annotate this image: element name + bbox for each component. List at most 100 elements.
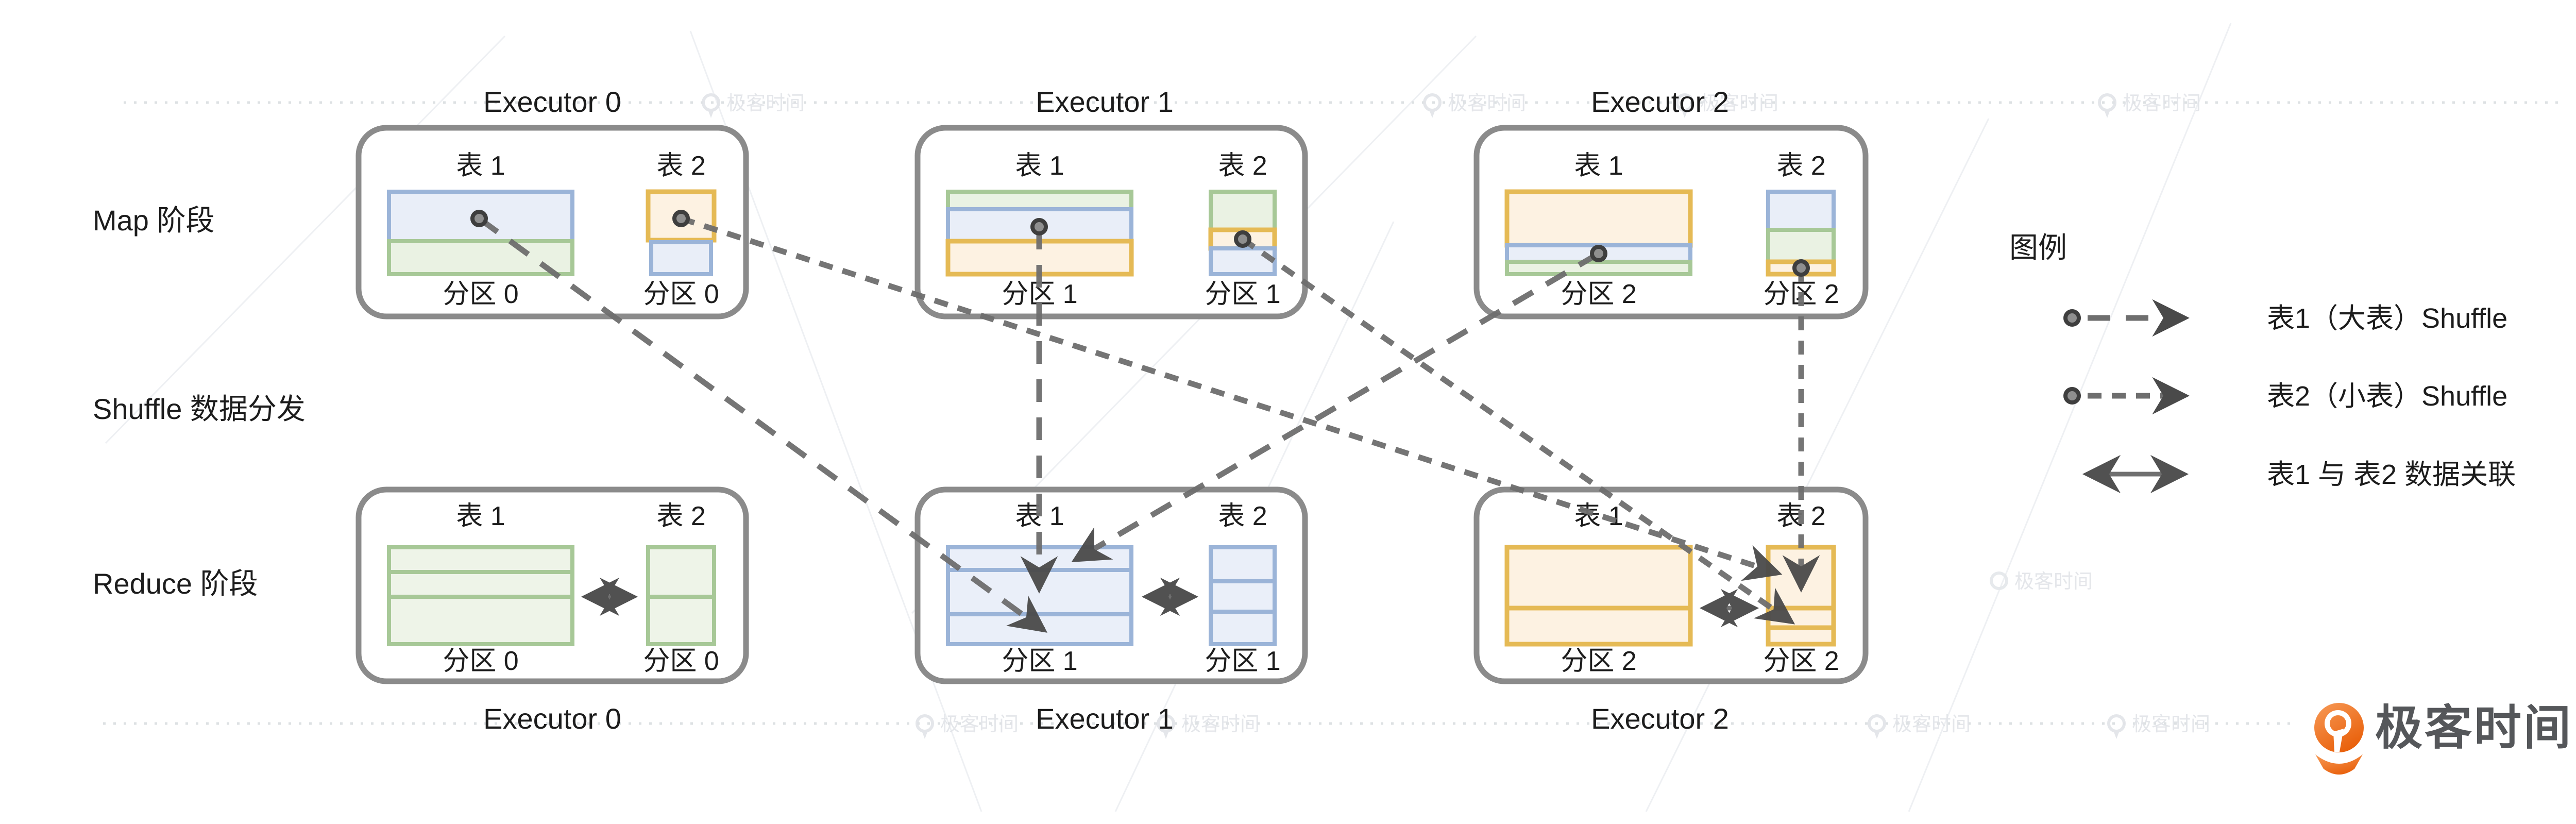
table-segment-orange	[1504, 545, 1693, 611]
partition-label: 分区 2	[1561, 646, 1636, 676]
table1-label: 表 1	[1015, 151, 1064, 181]
geektime-q-icon-tail	[2113, 731, 2120, 739]
table-segment-green	[387, 545, 574, 574]
reduce-executor-0: 表 1 表 2 分区 0 分区 0	[355, 486, 749, 684]
table-segment-orange	[1504, 606, 1693, 647]
table-segment-green	[1766, 228, 1836, 264]
partition-label: 分区 1	[1205, 279, 1280, 309]
watermark-text: 极客时间	[1700, 93, 1778, 114]
geektime-logo: 极客时间	[2314, 702, 2573, 775]
table-segment-orange	[1766, 545, 1836, 611]
partition-label: 分区 0	[643, 279, 719, 309]
table2-label: 表 2	[656, 151, 705, 181]
shuffle-source-dot	[1234, 230, 1251, 248]
table-segment-orange	[1766, 625, 1836, 647]
shuffle-source-dot	[1792, 259, 1810, 277]
shuffle-arrow-table1-exec2	[1071, 251, 1600, 563]
watermark-stamp: 极客时间	[1868, 714, 1971, 739]
watermark-diagonal	[1645, 118, 1990, 812]
table2-label: 表 2	[656, 501, 705, 531]
watermark-stamp: 极客时间	[1675, 93, 1778, 118]
table-segment-green	[387, 239, 574, 276]
shuffle-source-dot	[2063, 309, 2081, 327]
table1-label: 表 1	[456, 151, 505, 181]
shuffle-source-dot	[2063, 387, 2081, 405]
executor-title-bottom-1: Executor 1	[1036, 702, 1174, 735]
executor-title-top-1: Executor 1	[1036, 86, 1174, 118]
table-segment-orange	[1766, 606, 1836, 630]
watermark-text: 极客时间	[1181, 714, 1260, 735]
table-segment-blue	[649, 240, 713, 276]
geektime-q-icon-tail	[1682, 110, 1688, 118]
stage-label-map: Map 阶段	[93, 204, 215, 237]
executor-title-bottom-0: Executor 0	[483, 702, 621, 735]
legend-title: 图例	[2009, 231, 2067, 264]
watermark-text: 极客时间	[940, 714, 1019, 735]
partition-label: 分区 1	[1205, 646, 1280, 676]
table2-label: 表 2	[1776, 151, 1825, 181]
table-segment-green	[1505, 260, 1692, 276]
geektime-logo-text: 极客时间	[2375, 702, 2573, 754]
legend-item-label: 表1（大表）Shuffle	[2267, 303, 2507, 334]
table-segment-blue	[1209, 579, 1277, 614]
executor-title-top-0: Executor 0	[483, 86, 621, 118]
table-segment-green	[946, 190, 1133, 211]
watermark-text: 极客时间	[726, 93, 805, 114]
watermark-text: 极客时间	[2132, 714, 2210, 735]
watermark-stamps: 极客时间 极客时间 极客时间 极客时间 极客时间 极客时间	[575, 93, 2210, 739]
table2-label: 表 2	[1218, 151, 1267, 181]
table-segment-green	[387, 570, 574, 599]
watermark-diagonal	[105, 35, 506, 444]
stage-label-shuffle: Shuffle 数据分发	[93, 393, 306, 425]
map-executor-1: 表 1 表 2 分区 1 分区 1	[914, 125, 1308, 319]
reduce-executor-1: 表 1 表 2 分区 1 分区 1	[914, 486, 1308, 684]
legend-item-label: 表2（小表）Shuffle	[2267, 381, 2507, 412]
watermark-stamp: 极客时间	[702, 93, 805, 118]
watermark-stamp: 极客时间	[1990, 571, 2093, 593]
watermark-text: 极客时间	[2123, 93, 2201, 114]
shuffle-source-dot	[1030, 218, 1048, 236]
geektime-logo-icon-needle	[2333, 729, 2344, 752]
reduce-executor-2: 表 1 表 2 分区 2 分区 2	[1473, 486, 1869, 684]
watermark-text: 极客时间	[1448, 93, 1526, 114]
watermark-text: 极客时间	[1892, 714, 1971, 735]
table1-label: 表 1	[1574, 501, 1623, 531]
geektime-q-icon-tail	[708, 110, 714, 118]
table-segment-green	[387, 595, 574, 646]
partition-label: 分区 0	[643, 646, 719, 676]
geektime-q-icon-tail	[2104, 110, 2110, 118]
table2-label: 表 2	[1218, 501, 1267, 531]
bottom-executor-titles: Executor 0 Executor 1 Executor 2	[483, 702, 1729, 735]
shuffle-source-dot	[1590, 245, 1607, 262]
top-executor-titles: Executor 0 Executor 1 Executor 2	[483, 86, 1729, 118]
partition-label: 分区 2	[1561, 279, 1636, 309]
legend-item-join: 表1 与 表2 数据关联	[2082, 455, 2516, 494]
executor-title-top-2: Executor 2	[1591, 86, 1729, 118]
stage-labels: Map 阶段 Shuffle 数据分发 Reduce 阶段	[93, 204, 306, 600]
watermark-stamp: 极客时间	[1423, 93, 1526, 118]
geektime-q-icon-tail	[1429, 110, 1435, 118]
watermark-stamp: 极客时间	[1157, 714, 1260, 739]
watermark-stamp: 极客时间	[2098, 93, 2201, 118]
legend-item-table1-shuffle: 表1（大表）Shuffle	[2063, 299, 2507, 337]
geektime-logo-icon-tail	[2315, 754, 2363, 775]
table-segment-orange	[1504, 189, 1693, 248]
geektime-q-icon	[1990, 571, 2008, 590]
shuffle-source-dots	[470, 210, 1810, 277]
watermark-diagonal	[1908, 23, 2232, 812]
legend: 图例 表1（大表）Shuffle 表2（小表）Shuffle 表1 与 表2 数…	[2009, 231, 2516, 494]
table-segment-green	[646, 595, 716, 646]
map-executor-2: 表 1 表 2 分区 2 分区 2	[1473, 125, 1869, 319]
watermark-stamp: 极客时间	[2107, 714, 2210, 739]
shuffle-arrow-table1-exec0	[477, 216, 1048, 633]
partition-label: 分区 0	[443, 646, 518, 676]
map-executor-0: 表 1 表 2 分区 0 分区 0	[355, 125, 749, 319]
partition-label: 分区 0	[443, 279, 518, 309]
table1-label: 表 1	[1574, 151, 1623, 181]
legend-item-table2-shuffle: 表2（小表）Shuffle	[2063, 377, 2507, 415]
geektime-q-icon-tail	[922, 731, 928, 739]
executor-title-bottom-2: Executor 2	[1591, 702, 1729, 735]
geektime-q-icon-tail	[1163, 731, 1169, 739]
stage-label-reduce: Reduce 阶段	[93, 567, 258, 600]
